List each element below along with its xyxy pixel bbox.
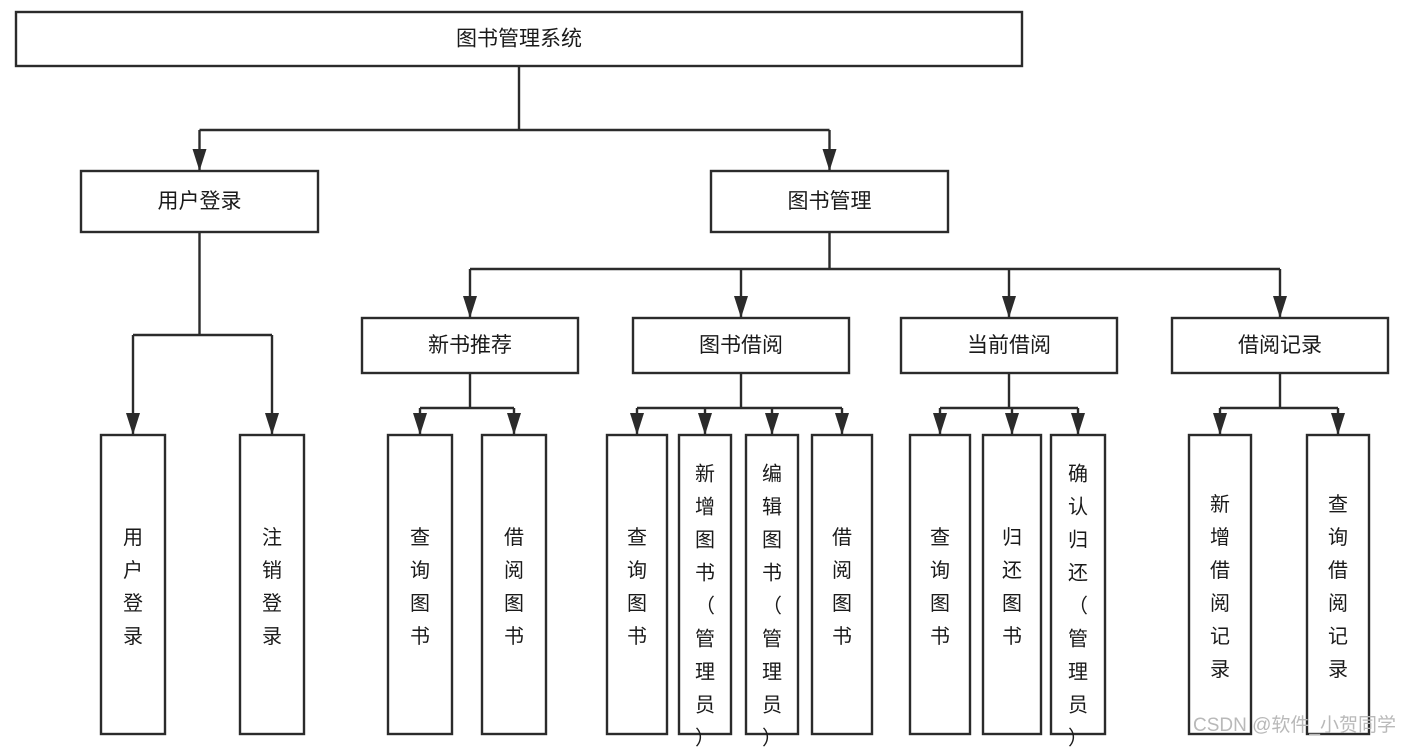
node-leaf-query-book-1-box — [386, 433, 454, 736]
node-user-login-box — [79, 169, 320, 234]
node-leaf-add-book-admin-box — [677, 433, 733, 736]
node-leaf-borrow-book-1-box — [480, 433, 548, 736]
node-leaf-return-book[interactable]: 归还图书 — [981, 433, 1043, 736]
node-leaf-add-book-admin[interactable]: 新增图书（管理员） — [677, 433, 733, 747]
node-leaf-borrow-book-2[interactable]: 借阅图书 — [810, 433, 874, 736]
node-leaf-query-borrow-record-box — [1305, 433, 1371, 736]
current-borrow-arrow-2 — [1071, 413, 1085, 435]
node-leaf-return-book-box — [981, 433, 1043, 736]
node-borrow-record-box — [1170, 316, 1390, 375]
userlogin-arrow-0 — [126, 413, 140, 435]
node-leaf-add-borrow-record[interactable]: 新增借阅记录 — [1187, 433, 1253, 736]
node-leaf-query-book-1-label: 查询图书 — [410, 526, 430, 648]
new-book-recommend-arrow-1 — [507, 413, 521, 435]
node-leaf-logout-label: 注销登录 — [262, 526, 282, 648]
root-arrow-0 — [192, 149, 207, 171]
node-new-book-recommend-box — [360, 316, 580, 375]
node-book-borrow-box — [631, 316, 851, 375]
node-leaf-query-book-2[interactable]: 查询图书 — [605, 433, 669, 736]
node-current-borrow-box — [899, 316, 1119, 375]
node-leaf-edit-book-admin[interactable]: 编辑图书（管理员） — [744, 433, 800, 747]
node-leaf-user-login-box — [99, 433, 167, 736]
current-borrow-arrow-0 — [933, 413, 947, 435]
bookmgmt-arrow-1 — [734, 296, 748, 318]
node-leaf-logout-box — [238, 433, 306, 736]
node-leaf-user-login-label: 用户登录 — [123, 527, 143, 648]
book-borrow-arrow-2 — [765, 413, 779, 435]
bookmgmt-arrow-3 — [1273, 296, 1287, 318]
node-leaf-query-borrow-record[interactable]: 查询借阅记录 — [1305, 433, 1371, 736]
bookmgmt-arrow-2 — [1002, 296, 1016, 318]
node-book-borrow[interactable]: 图书借阅 — [631, 316, 851, 375]
node-borrow-record-label: 借阅记录 — [1238, 334, 1322, 357]
node-leaf-borrow-book-1-label: 借阅图书 — [504, 526, 524, 648]
node-leaf-edit-book-admin-label: 编辑图书（管理员） — [762, 463, 782, 747]
node-book-management-label: 图书管理 — [788, 190, 872, 213]
borrow-record-arrow-1 — [1331, 413, 1345, 435]
connector-layer — [126, 66, 1345, 435]
node-leaf-confirm-return-admin[interactable]: 确认归还（管理员） — [1049, 433, 1107, 747]
node-new-book-recommend-label: 新书推荐 — [428, 334, 512, 357]
node-book-borrow-label: 图书借阅 — [699, 334, 783, 357]
node-leaf-query-book-3-label: 查询图书 — [930, 526, 950, 648]
node-book-management-system-label: 图书管理系统 — [456, 28, 582, 51]
node-book-management-system[interactable]: 图书管理系统 — [14, 10, 1024, 68]
node-leaf-borrow-book-2-box — [810, 433, 874, 736]
node-leaf-add-borrow-record-label: 新增借阅记录 — [1210, 493, 1230, 681]
node-leaf-return-book-label: 归还图书 — [1002, 526, 1022, 648]
node-leaf-edit-book-admin-box — [744, 433, 800, 736]
node-leaf-logout[interactable]: 注销登录 — [238, 433, 306, 736]
node-user-login-label: 用户登录 — [158, 190, 242, 213]
node-leaf-confirm-return-admin-label: 确认归还（管理员） — [1068, 463, 1088, 747]
node-leaf-borrow-book-2-label: 借阅图书 — [832, 526, 852, 648]
borrow-record-arrow-0 — [1213, 413, 1227, 435]
node-leaf-borrow-book-1[interactable]: 借阅图书 — [480, 433, 548, 736]
node-leaf-add-book-admin-label: 新增图书（管理员） — [695, 463, 715, 747]
node-leaf-confirm-return-admin-box — [1049, 433, 1107, 736]
node-current-borrow[interactable]: 当前借阅 — [899, 316, 1119, 375]
node-borrow-record[interactable]: 借阅记录 — [1170, 316, 1390, 375]
bookmgmt-arrow-0 — [463, 296, 477, 318]
node-leaf-query-book-2-label: 查询图书 — [627, 526, 647, 648]
book-borrow-arrow-3 — [835, 413, 849, 435]
book-borrow-arrow-1 — [698, 413, 712, 435]
node-leaf-query-borrow-record-label: 查询借阅记录 — [1328, 493, 1348, 681]
node-leaf-add-borrow-record-box — [1187, 433, 1253, 736]
node-book-management-box — [709, 169, 950, 234]
book-borrow-arrow-0 — [630, 413, 644, 435]
node-user-login[interactable]: 用户登录 — [79, 169, 320, 234]
node-leaf-query-book-1[interactable]: 查询图书 — [386, 433, 454, 736]
node-leaf-query-book-3[interactable]: 查询图书 — [908, 433, 972, 736]
current-borrow-arrow-1 — [1005, 413, 1019, 435]
node-layer: 图书管理系统用户登录图书管理新书推荐图书借阅当前借阅借阅记录用户登录注销登录查询… — [14, 10, 1390, 747]
node-current-borrow-label: 当前借阅 — [967, 334, 1051, 357]
csdn-watermark: CSDN @软件_小贺同学 — [1193, 714, 1396, 736]
new-book-recommend-arrow-0 — [413, 413, 427, 435]
node-new-book-recommend[interactable]: 新书推荐 — [360, 316, 580, 375]
node-leaf-query-book-3-box — [908, 433, 972, 736]
node-leaf-user-login[interactable]: 用户登录 — [99, 433, 167, 736]
userlogin-arrow-1 — [265, 413, 279, 435]
node-leaf-query-book-2-box — [605, 433, 669, 736]
node-book-management-system-box — [14, 10, 1024, 68]
node-book-management[interactable]: 图书管理 — [709, 169, 950, 234]
root-arrow-1 — [822, 149, 837, 171]
